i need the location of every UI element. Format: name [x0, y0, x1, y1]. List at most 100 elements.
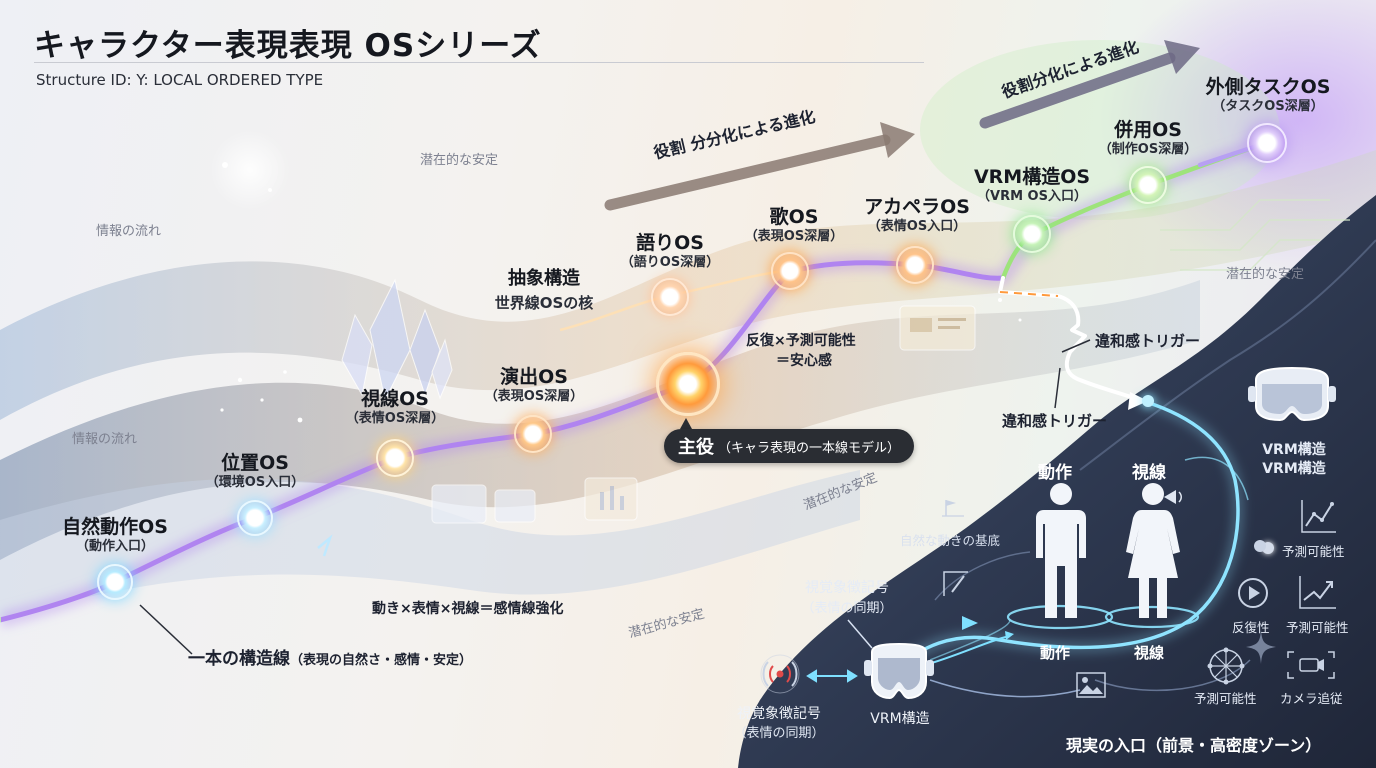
label-enshutsu-title: 演出OS	[500, 366, 568, 388]
vrm-stack-1: VRM構造	[1262, 442, 1326, 458]
iwakan-text-2: 違和感トリガー	[1002, 412, 1108, 430]
yosoku-text-3: 予測可能性	[1194, 691, 1257, 706]
vr-headset-large-icon	[1248, 366, 1336, 422]
sparkle-icon	[1246, 630, 1276, 664]
node-uta-dot[interactable]	[771, 252, 809, 290]
reality-entrance-caption: 現実の入口（前景・高密度ゾーン）	[1066, 736, 1322, 755]
toggle-dot-icon	[1254, 540, 1266, 552]
label-enshutsu-sub: （表現OS深層）	[484, 388, 584, 404]
label-katari: 語りOS （語りOS深層）	[608, 232, 732, 270]
label-ichi-sub: （環境OS入口）	[205, 474, 305, 490]
vr-headset-small-icon	[864, 642, 934, 700]
kiso-text: 自然な動きの基底	[900, 533, 1001, 548]
label-shisen-title: 視線OS	[361, 388, 429, 410]
vrm-stack-2: VRM構造	[1262, 461, 1326, 477]
trend-up-icon	[1299, 576, 1336, 609]
label-acapella-sub: （表情OS入口）	[867, 218, 967, 234]
label-sotogawa-sub: （タスクOS深層）	[1212, 98, 1324, 114]
evolution-arrow-right	[979, 52, 1176, 129]
structure-id: Structure ID: Y: LOCAL ORDERED TYPE	[36, 71, 324, 89]
label-shizen-sub: （動作入口）	[75, 538, 154, 554]
image-icon	[1076, 672, 1106, 698]
label-uta-sub: （表現OS深層）	[744, 228, 844, 244]
hanpuku-text: 反復性	[1232, 620, 1270, 635]
visual-symbol-bottom-1: 視覚象徴記号	[737, 706, 821, 722]
label-ichi-title: 位置OS	[221, 452, 289, 474]
note-stable-right: 潜在的な安定	[1226, 267, 1305, 282]
foreground-entry-dot	[1142, 395, 1154, 407]
signal-icon	[760, 654, 800, 694]
vrm-bottom-label: VRM構造	[870, 711, 930, 727]
node-acapella-dot[interactable]	[896, 246, 934, 284]
label-chusho-title: 抽象構造	[508, 268, 580, 289]
label-katari-title: 語りOS	[636, 232, 704, 254]
visual-symbol-top-1: 視覚象徴記号	[805, 580, 889, 596]
yosoku-text-2: 予測可能性	[1286, 620, 1349, 635]
label-vrm-title: VRM構造OS	[973, 166, 1091, 188]
screen-cards	[431, 305, 976, 524]
shisen-top-label: 視線	[1132, 463, 1166, 483]
page-title: キャラクター表現表現 OSシリーズ	[34, 28, 542, 64]
network-icon	[1207, 647, 1245, 685]
label-shizen-title: 自然動作OS	[62, 516, 168, 538]
note-stable-top: 潜在的な安定	[420, 153, 499, 168]
label-chusho: 抽象構造 世界線OSの核	[478, 268, 610, 312]
flag-icon	[942, 500, 964, 517]
label-acapella-title: アカペラOS	[864, 196, 970, 218]
camera-track-icon	[1287, 651, 1335, 679]
label-ichi: 位置OS （環境OS入口）	[195, 452, 315, 490]
dousa-bottom-label: 動作	[1040, 644, 1071, 662]
dousa-top-label: 動作	[1038, 463, 1072, 483]
crystal-illustration	[341, 278, 453, 402]
node-shizen-dot[interactable]	[97, 564, 133, 600]
line-chart-icon	[1301, 500, 1336, 533]
protagonist-pointer	[680, 418, 692, 429]
emotion-text: 動き×表情×視線＝感情線強化	[372, 601, 564, 617]
label-acapella: アカペラOS （表情OS入口）	[855, 196, 979, 234]
protagonist-sub: （キャラ表現の一本線モデル）	[718, 440, 901, 456]
protagonist-main: 主役	[678, 437, 714, 458]
gaze-icon	[1164, 490, 1182, 504]
node-ichi-dot[interactable]	[237, 500, 273, 536]
node-sotogawa-dot[interactable]	[1247, 123, 1287, 163]
node-vrm-dot[interactable]	[1013, 215, 1051, 253]
shisen-bottom-label: 視線	[1134, 644, 1165, 662]
label-katari-sub: （語りOS深層）	[620, 254, 720, 270]
label-sotogawa-title: 外側タスクOS	[1205, 76, 1331, 98]
male-figure-icon	[1036, 483, 1086, 618]
label-heiyo-title: 併用OS	[1114, 119, 1182, 141]
label-vrm: VRM構造OS （VRM OS入口）	[965, 166, 1099, 204]
node-shisen-dot[interactable]	[376, 439, 414, 477]
label-enshutsu: 演出OS （表現OS深層）	[470, 366, 598, 404]
structure-line-sub: （表現の自然さ・感情・安定）	[290, 653, 473, 668]
iwakan-trigger-line	[998, 276, 1142, 402]
female-figure-icon	[1126, 483, 1180, 618]
protagonist-badge[interactable]: 主役 （キャラ表現の一本線モデル）	[664, 429, 915, 463]
label-shisen: 視線OS （表情OS深層）	[330, 388, 460, 426]
node-protagonist-dot[interactable]	[656, 352, 720, 416]
triangle-marker-icon	[962, 616, 978, 630]
node-chusho-dot[interactable]	[651, 278, 689, 316]
repeat-text-2: ＝安心感	[776, 353, 832, 369]
iwakan-text-1: 違和感トリガー	[1095, 332, 1201, 350]
label-chusho-sub: 世界線OSの核	[494, 293, 594, 312]
node-enshutsu-dot[interactable]	[514, 415, 552, 453]
visual-symbol-top-2: （表情の同期）	[801, 601, 893, 616]
title-divider	[34, 62, 924, 63]
visual-symbol-bottom-2: （表情の同期）	[733, 726, 825, 741]
label-sotogawa: 外側タスクOS （タスクOS深層）	[1196, 76, 1340, 114]
label-shisen-sub: （表情OS深層）	[345, 410, 445, 426]
slash-frame-icon	[943, 571, 968, 596]
label-uta-title: 歌OS	[769, 206, 819, 228]
evolution-arrow-left	[604, 134, 891, 211]
note-flow-top: 情報の流れ	[96, 224, 162, 239]
label-shizen: 自然動作OS （動作入口）	[50, 516, 180, 554]
shisen-floor-ring	[1104, 605, 1200, 629]
dousa-floor-ring	[1006, 604, 1114, 630]
node-heiyo-dot[interactable]	[1129, 166, 1167, 204]
yosoku-text-1: 予測可能性	[1282, 544, 1345, 559]
label-heiyo-sub: （制作OS深層）	[1098, 141, 1198, 157]
structure-line-caption: 一本の構造線（表現の自然さ・感情・安定）	[188, 644, 472, 669]
play-circle-icon	[1238, 578, 1268, 608]
note-flow-mid: 情報の流れ	[72, 432, 138, 447]
